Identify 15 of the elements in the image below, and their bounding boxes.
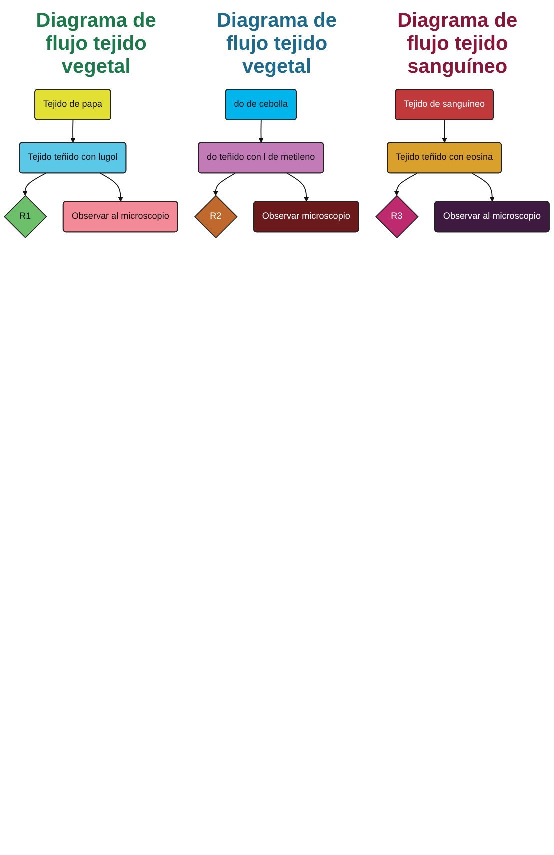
arrow (442, 120, 448, 144)
diagram-heading: Diagrama de flujo tejido vegetal (35, 10, 158, 79)
arrow (22, 173, 46, 196)
arrow (394, 173, 418, 196)
node-diamond: R2 (194, 195, 238, 239)
arrow (472, 173, 495, 202)
node-diamond: R1 (4, 195, 48, 239)
arrow (286, 173, 310, 202)
arrow (70, 120, 76, 144)
arrow (100, 173, 124, 202)
arrow (258, 120, 264, 144)
arrow (213, 173, 236, 196)
diagram-heading: Diagrama de flujo tejido sanguíneo (396, 10, 519, 79)
diagram-heading: Diagrama de flujo tejido vegetal (216, 10, 338, 79)
node-diamond: R3 (376, 195, 419, 239)
